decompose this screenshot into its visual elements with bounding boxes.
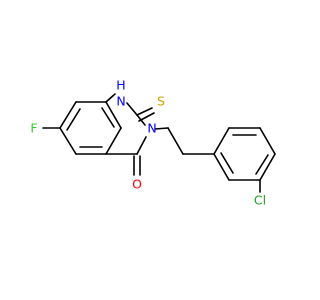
bond <box>105 101 122 129</box>
bond <box>213 127 230 155</box>
atom-labels: F H N S N O Cl <box>30 78 266 208</box>
bond <box>136 107 153 116</box>
fluorine-atom-label: F <box>30 121 37 136</box>
bond <box>59 101 77 129</box>
sulfur-atom-label: S <box>157 94 165 109</box>
bond <box>220 152 234 174</box>
bond <box>66 108 81 131</box>
nitrogen-atom-label: N <box>116 94 125 109</box>
chlorine-atom-label: Cl <box>254 193 266 208</box>
bond <box>255 154 269 175</box>
bond <box>259 127 276 155</box>
bonds <box>42 93 276 193</box>
bond <box>105 127 122 155</box>
bond <box>101 107 115 128</box>
bond <box>154 127 169 130</box>
nitrogen-atom-label: N <box>147 121 156 136</box>
oxygen-atom-label: O <box>132 177 142 192</box>
bond <box>126 102 138 116</box>
molecule-structure: F H N S N O Cl <box>30 78 276 208</box>
bond <box>138 112 155 122</box>
bond <box>259 153 276 181</box>
bond <box>136 136 147 155</box>
bond <box>167 127 184 155</box>
bond <box>213 153 230 181</box>
bond <box>59 127 77 155</box>
hydrogen-atom-label: H <box>116 78 125 93</box>
bond <box>105 93 116 103</box>
